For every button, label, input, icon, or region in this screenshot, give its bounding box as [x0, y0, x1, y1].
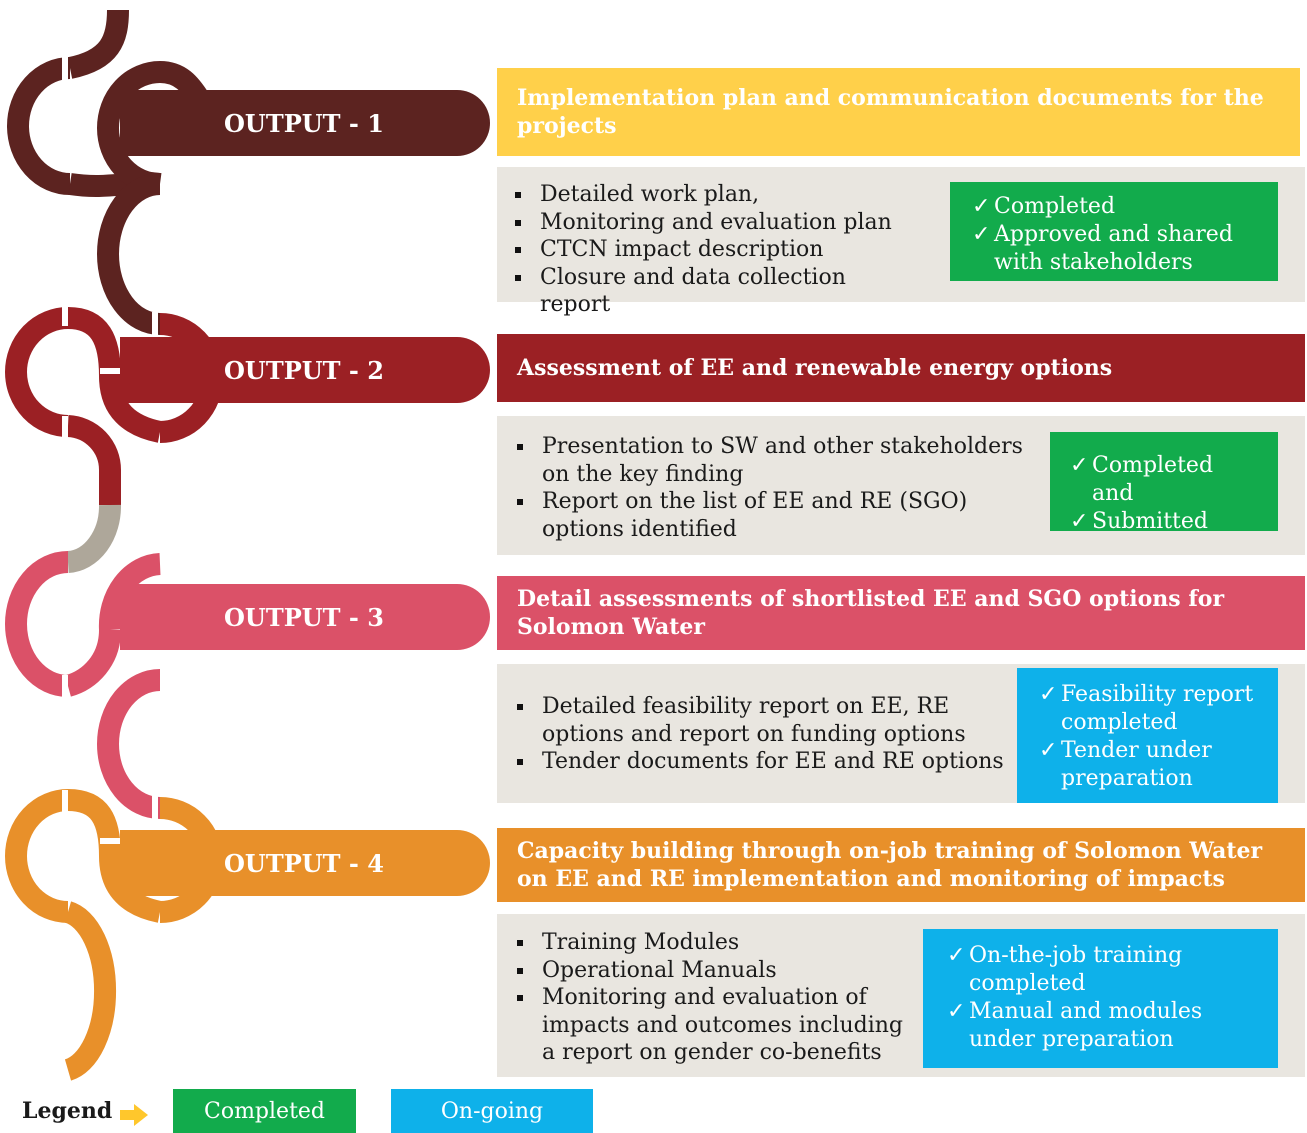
output-1-label: OUTPUT - 1	[120, 90, 490, 156]
output-4-status-box: On-the-job training completed Manual and…	[923, 929, 1278, 1068]
arrow-right-icon	[120, 1104, 148, 1126]
list-item: Monitoring and evaluation of impacts and…	[517, 984, 917, 1067]
output-1-deliverables: Detailed work plan, Monitoring and evalu…	[515, 181, 915, 319]
list-item: Presentation to SW and other stakeholder…	[517, 433, 1037, 488]
list-item: Closure and data collection report	[515, 264, 915, 319]
status-line: Approved and shared with stakeholders	[972, 221, 1256, 277]
winding-path-graphic	[5, 9, 223, 1081]
output-3-title: Detail assessments of shortlisted EE and…	[497, 576, 1305, 650]
output-4-details: Training Modules Operational Manuals Mon…	[497, 914, 1305, 1077]
legend-ongoing: On-going	[391, 1089, 593, 1133]
status-line: Completed and	[1070, 452, 1258, 508]
list-item: Report on the list of EE and RE (SGO) op…	[517, 488, 1037, 543]
output-1-details: Detailed work plan, Monitoring and evalu…	[497, 167, 1305, 317]
legend-completed: Completed	[173, 1089, 356, 1133]
output-2-title: Assessment of EE and renewable energy op…	[497, 334, 1305, 402]
list-item: Training Modules	[517, 929, 917, 957]
list-item: Detailed work plan,	[515, 181, 915, 209]
status-line: Completed	[972, 193, 1256, 221]
status-line: Manual and modules under preparation	[947, 998, 1254, 1054]
status-line: Tender under preparation	[1039, 737, 1256, 793]
output-3-details: Detailed feasibility report on EE, RE op…	[497, 664, 1305, 803]
output-2-details: Presentation to SW and other stakeholder…	[497, 416, 1305, 555]
output-2-deliverables: Presentation to SW and other stakeholder…	[517, 433, 1037, 543]
output-1-title: Implementation plan and communication do…	[497, 68, 1300, 156]
legend-label: Legend	[22, 1098, 113, 1124]
output-1-status-box: Completed Approved and shared with stake…	[950, 182, 1278, 281]
list-item: Detailed feasibility report on EE, RE op…	[517, 693, 1017, 748]
output-3-status-box: Feasibility report completed Tender unde…	[1017, 668, 1278, 803]
output-4-title: Capacity building through on-job trainin…	[497, 828, 1305, 902]
output-3-label: OUTPUT - 3	[120, 584, 490, 650]
output-4-label: OUTPUT - 4	[120, 830, 490, 896]
status-line: Feasibility report completed	[1039, 681, 1256, 737]
output-4-deliverables: Training Modules Operational Manuals Mon…	[517, 929, 917, 1067]
output-3-deliverables: Detailed feasibility report on EE, RE op…	[517, 693, 1017, 776]
list-item: Operational Manuals	[517, 957, 917, 985]
list-item: Tender documents for EE and RE options	[517, 748, 1017, 776]
status-line: Submitted	[1070, 508, 1258, 536]
output-2-label: OUTPUT - 2	[120, 337, 490, 403]
output-2-status-box: Completed and Submitted	[1050, 432, 1278, 536]
status-line: On-the-job training completed	[947, 942, 1254, 998]
list-item: Monitoring and evaluation plan	[515, 209, 915, 237]
list-item: CTCN impact description	[515, 236, 915, 264]
